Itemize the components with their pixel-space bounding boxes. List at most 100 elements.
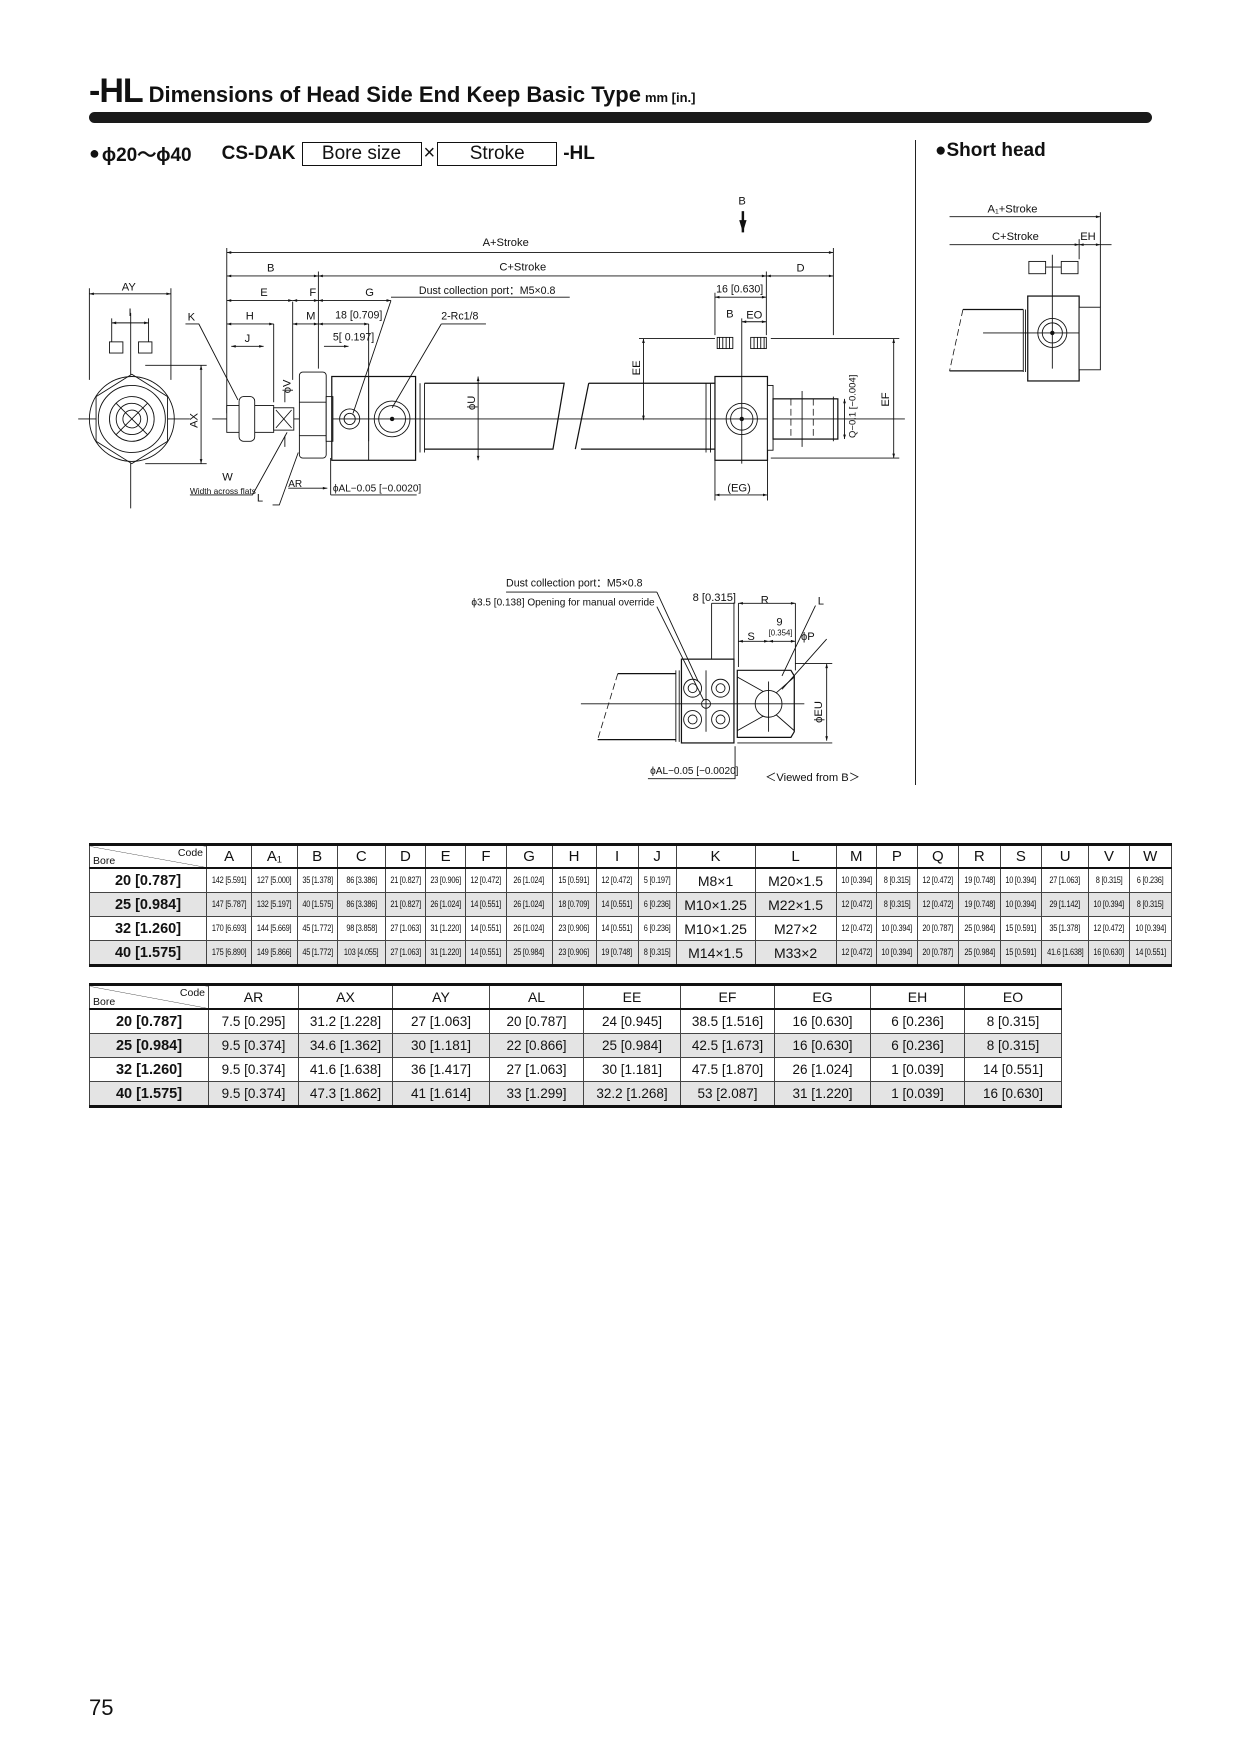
- value-cell: 14 [0.551]: [465, 916, 507, 941]
- label-f: F: [309, 287, 316, 299]
- value-cell: 8 [0.315]: [637, 940, 677, 966]
- corner-code-label: Code: [179, 987, 205, 999]
- value-cell: 31 [1.220]: [425, 916, 467, 941]
- value-text: 16 [0.630]: [1093, 947, 1125, 958]
- stroke-box: Stroke: [437, 141, 558, 166]
- value-cell: 170 [6.693]: [205, 916, 253, 941]
- view-b-8: 8 [0.315]: [693, 592, 736, 604]
- value-text: 12 [0.472]: [922, 899, 954, 910]
- value-text: 40 [1.575]: [301, 899, 333, 910]
- view-b-caption: ＜Viewed from B＞: [765, 772, 860, 784]
- value-cell: 21 [0.827]: [384, 867, 427, 893]
- value-cell: 23 [0.906]: [425, 867, 467, 893]
- value-text: 86 [3.386]: [345, 875, 377, 886]
- value-cell: 32.2 [1.268]: [583, 1081, 681, 1107]
- value-text: 26 [1.024]: [513, 923, 545, 934]
- bore-range: ϕ20〜ϕ40: [101, 145, 192, 166]
- bore-cell: 40 [1.575]: [89, 1081, 209, 1107]
- value-text: 19 [0.748]: [964, 875, 995, 886]
- column-header: AX: [298, 984, 393, 1010]
- view-arrow-label: B: [738, 195, 745, 207]
- view-b-r: R: [761, 594, 769, 606]
- value-text: 25 [0.984]: [513, 947, 545, 958]
- value-cell: M27×2: [754, 916, 837, 941]
- value-text: 103 [4.055]: [344, 947, 379, 958]
- column-header: EH: [870, 984, 965, 1010]
- value-text: 175 [6.890]: [211, 947, 247, 958]
- table-row: 20 [0.787]142 [5.591]127 [5.000]35 [1.37…: [89, 867, 1172, 893]
- label-m: M: [306, 311, 315, 323]
- value-text: 14 [0.551]: [470, 947, 502, 958]
- value-text: 10 [0.394]: [1005, 899, 1037, 910]
- value-cell: 45 [1.772]: [296, 916, 338, 941]
- column-header: B: [296, 844, 338, 869]
- value-cell: 8 [0.315]: [1088, 867, 1130, 893]
- value-cell: 19 [0.748]: [957, 867, 1001, 893]
- value-cell: 27 [1.063]: [1040, 867, 1090, 893]
- value-text: 10 [0.394]: [881, 923, 913, 934]
- value-cell: 86 [3.386]: [336, 867, 386, 893]
- value-cell: 14 [0.551]: [964, 1057, 1062, 1082]
- value-cell: 15 [0.591]: [999, 940, 1042, 966]
- label-ar: AR: [288, 479, 302, 490]
- value-text: 15 [0.591]: [558, 875, 590, 886]
- value-cell: 21 [0.827]: [384, 892, 427, 917]
- value-cell: 14 [0.551]: [595, 916, 639, 941]
- value-cell: 31 [1.220]: [425, 940, 467, 966]
- value-cell: 14 [0.551]: [595, 892, 639, 917]
- view-b-s: S: [747, 631, 754, 643]
- bore-size-box: Bore size: [301, 141, 422, 166]
- column-header: K: [675, 844, 756, 869]
- value-text: 86 [3.386]: [345, 899, 377, 910]
- value-text: 170 [6.693]: [211, 923, 247, 934]
- label-18: 18 [0.709]: [335, 309, 382, 321]
- label-phi-al: ϕAL−0.05 [−0.0020]: [333, 484, 422, 495]
- value-cell: 149 [5.866]: [251, 940, 298, 966]
- value-cell: 10 [0.394]: [875, 940, 918, 966]
- value-text: 14 [0.551]: [601, 923, 633, 934]
- table-row: 25 [0.984]147 [5.787]132 [5.197]40 [1.57…: [89, 892, 1172, 917]
- value-text: 35 [1.378]: [301, 875, 333, 886]
- value-text: 45 [1.772]: [301, 923, 333, 934]
- cylinder-side-view: [226, 336, 839, 461]
- value-cell: 29 [1.142]: [1040, 892, 1090, 917]
- value-text: 23 [0.906]: [558, 923, 590, 934]
- value-text: 8 [0.315]: [1136, 899, 1164, 910]
- value-cell: 132 [5.197]: [251, 892, 298, 917]
- value-text: 98 [3.858]: [345, 923, 377, 934]
- value-cell: 6 [0.236]: [870, 1008, 965, 1034]
- rod-end-view: [88, 341, 175, 465]
- times-sign: ×: [423, 142, 436, 164]
- value-text: 14 [0.551]: [601, 899, 633, 910]
- value-cell: 16 [0.630]: [774, 1033, 871, 1058]
- view-b-dust-port: Dust collection port：M5×0.8: [506, 578, 643, 590]
- value-cell: 20 [0.787]: [916, 940, 959, 966]
- value-cell: 16 [0.630]: [774, 1008, 871, 1034]
- label-5: 5[ 0.197]: [333, 332, 374, 344]
- corner-bore-label: Bore: [93, 855, 116, 867]
- value-cell: 10 [0.394]: [835, 867, 877, 893]
- view-b-l: L: [818, 595, 824, 607]
- value-text: 29 [1.142]: [1049, 899, 1081, 910]
- value-text: 41.6 [1.638]: [1046, 947, 1084, 958]
- column-header: J: [637, 844, 677, 869]
- column-header: M: [835, 844, 877, 869]
- value-cell: 23 [0.906]: [551, 940, 597, 966]
- value-text: 10 [0.394]: [1005, 875, 1037, 886]
- value-cell: 9.5 [0.374]: [208, 1033, 299, 1058]
- value-cell: 15 [0.591]: [999, 916, 1042, 941]
- value-cell: 10 [0.394]: [875, 916, 918, 941]
- value-cell: 19 [0.748]: [957, 892, 1001, 917]
- column-header: EE: [583, 984, 681, 1010]
- value-cell: 9.5 [0.374]: [208, 1057, 299, 1082]
- value-cell: 47.3 [1.862]: [298, 1081, 393, 1107]
- value-cell: 41 [1.614]: [392, 1081, 490, 1107]
- value-cell: 30 [1.181]: [583, 1057, 681, 1082]
- bore-cell: 25 [0.984]: [89, 1033, 209, 1058]
- value-cell: 16 [0.630]: [964, 1081, 1062, 1107]
- column-header: G: [505, 844, 553, 869]
- label-phi-v: ϕV: [281, 379, 293, 393]
- value-cell: M33×2: [754, 940, 837, 966]
- title-unit: mm [in.]: [644, 90, 696, 105]
- value-text: 10 [0.394]: [840, 875, 872, 886]
